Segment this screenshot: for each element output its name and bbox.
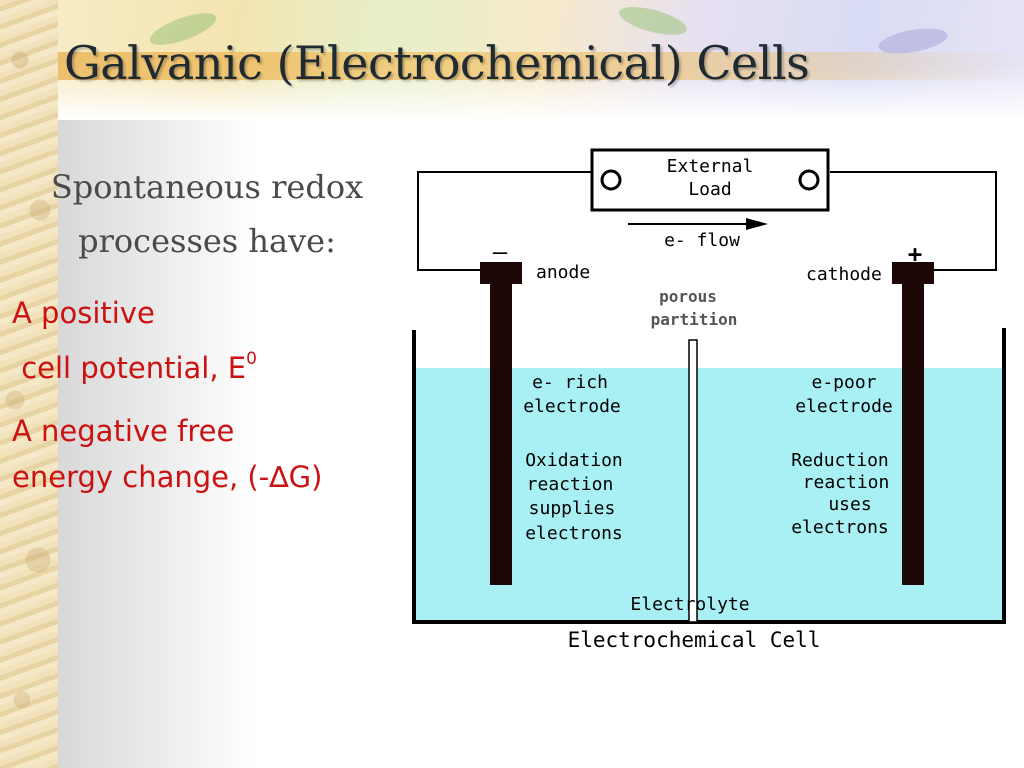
- external-load-label: Load: [688, 179, 731, 200]
- reduction-description: reaction: [803, 472, 890, 493]
- intro-line: processes have:: [78, 222, 336, 260]
- parchment-border: [0, 0, 58, 768]
- banner-strip: [58, 52, 1024, 80]
- anode-description: electrode: [523, 396, 621, 417]
- porous-partition: [688, 339, 698, 623]
- arrowhead-icon: [746, 218, 768, 230]
- slide-title: Galvanic (Electrochemical) Cells: [64, 36, 810, 90]
- anode-description: e- rich: [532, 372, 608, 393]
- terminal-left-icon: [600, 169, 622, 191]
- circuit-wire-left: [417, 171, 592, 271]
- beaker-outline: [412, 328, 1006, 624]
- electrolyte-label: Electrolyte: [630, 594, 749, 615]
- oxidation-description: reaction: [527, 474, 614, 495]
- reduction-description: Reduction: [791, 450, 889, 471]
- anode-cap: [480, 262, 522, 284]
- point-line: A negative free: [12, 414, 235, 448]
- cathode-electrode: [902, 280, 924, 585]
- anode-electrode: [490, 280, 512, 585]
- external-load-box: [590, 148, 830, 212]
- point-free-energy: A negative free energy change, (-∆G): [12, 408, 322, 500]
- point-line: A positive: [12, 296, 155, 330]
- circuit-wire-right: [830, 171, 997, 271]
- terminal-right-icon: [798, 169, 820, 191]
- cathode-description: e-poor: [811, 372, 876, 393]
- oxidation-description: supplies: [529, 498, 616, 519]
- reduction-description: uses: [828, 494, 871, 515]
- point-text: cell potential, E: [12, 351, 247, 385]
- anode-label: anode: [536, 262, 590, 283]
- cathode-description: electrode: [795, 396, 893, 417]
- page-shading: [58, 0, 258, 768]
- leaf-decoration: [616, 1, 690, 41]
- point-line: cell potential, E0: [12, 336, 257, 391]
- decorative-banner: [58, 0, 1024, 120]
- superscript-zero: 0: [246, 349, 257, 369]
- point-cell-potential: A positive cell potential, E0: [12, 290, 257, 391]
- electron-flow-label: e- flow: [664, 230, 740, 251]
- partition-label: partition: [651, 310, 738, 329]
- point-line: energy change, (-∆G): [12, 460, 323, 494]
- intro-text: Spontaneous redox processes have:: [22, 160, 392, 268]
- reduction-description: electrons: [791, 517, 889, 538]
- cathode-cap: [892, 262, 934, 284]
- oxidation-description: electrons: [525, 523, 623, 544]
- diagram-caption: Electrochemical Cell: [568, 628, 821, 652]
- cathode-label: cathode: [806, 264, 882, 285]
- oxidation-description: Oxidation: [525, 450, 623, 471]
- electrochemical-cell-diagram: External Load e- flow porous partition –…: [412, 148, 1006, 652]
- intro-line: Spontaneous redox: [50, 168, 364, 206]
- anode-sign: –: [493, 238, 508, 266]
- external-load-label: External: [667, 156, 754, 177]
- cathode-sign: +: [908, 240, 922, 268]
- partition-label: porous: [659, 287, 717, 306]
